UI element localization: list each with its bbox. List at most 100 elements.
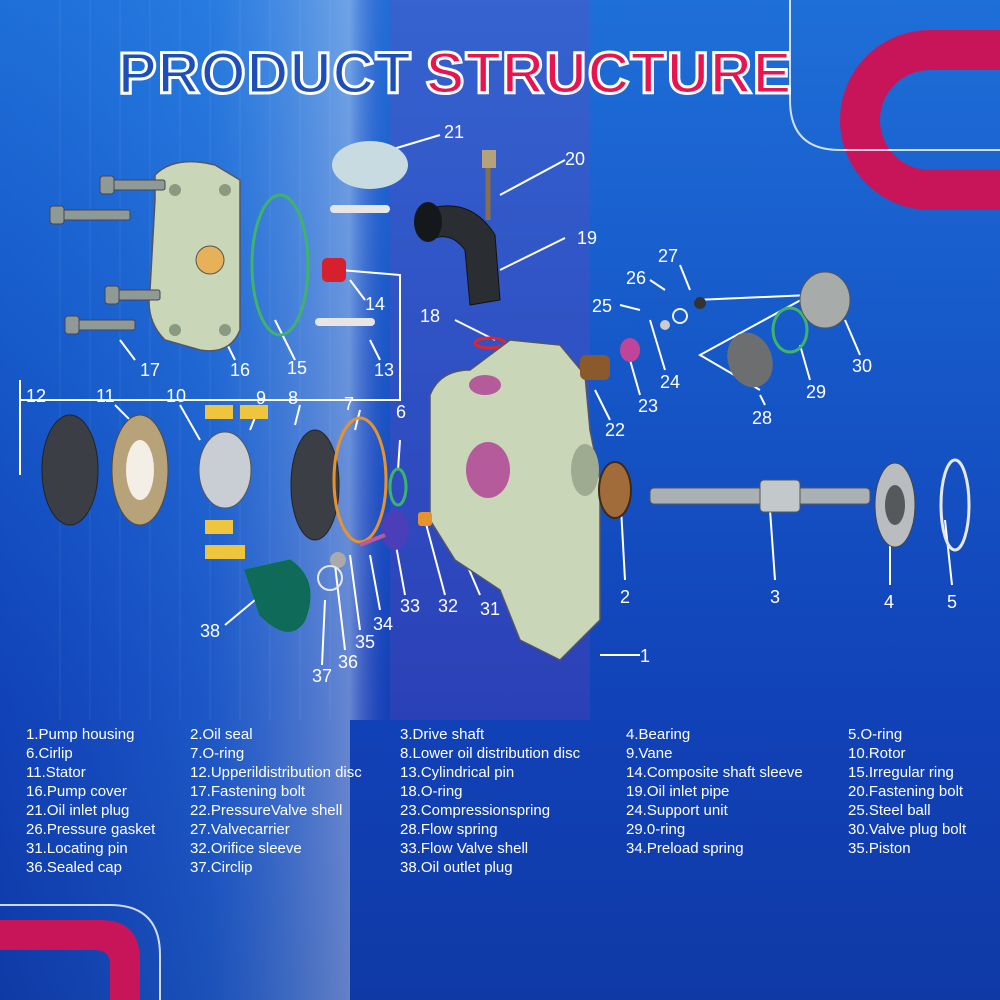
composite-shaft-sleeve: [322, 258, 346, 282]
callout-10: 10: [166, 386, 186, 406]
legend-item: 9.Vane: [626, 745, 673, 762]
vertical-stripes: [59, 0, 331, 720]
callout-labels: 1 2 3 4 5 6 7 8 9 10 11 12 13 14 15 16 1…: [26, 122, 957, 686]
flow-valve-group: [317, 510, 432, 591]
legend-item: 4.Bearing: [626, 726, 691, 743]
cylindrical-pin: [315, 318, 375, 326]
callout-30: 30: [852, 356, 872, 376]
top-right-outline: [789, 0, 1000, 151]
legend-item: 8.Lower oil distribution disc: [400, 745, 581, 762]
callout-36: 36: [338, 652, 358, 672]
callout-23: 23: [638, 396, 658, 416]
legend-item: 6.Cirlip: [26, 745, 73, 762]
legend-item: 5.O-ring: [848, 726, 903, 743]
legend-item: 19.Oil inlet pipe: [626, 783, 730, 800]
legend-item: 23.Compressionspring: [400, 802, 551, 819]
legend-item: 16.Pump cover: [26, 783, 127, 800]
pump-cover-assembly: [148, 160, 241, 352]
legend-item: 31.Locating pin: [26, 840, 128, 857]
valve-assembly-parts: [580, 271, 851, 388]
legend-item: 17.Fastening bolt: [190, 783, 306, 800]
legend-item: 24.Support unit: [626, 802, 728, 819]
callout-27: 27: [658, 246, 678, 266]
callout-19: 19: [577, 228, 597, 248]
callout-20: 20: [565, 149, 585, 169]
exploded-diagram: 1 2 3 4 5 6 7 8 9 10 11 12 13 14 15 16 1…: [26, 122, 971, 686]
pump-housing-part: [429, 339, 601, 661]
callout-7: 7: [344, 394, 354, 414]
legend-item: 20.Fastening bolt: [848, 783, 964, 800]
callout-3: 3: [770, 587, 780, 607]
fastening-bolt-20: [482, 150, 496, 220]
legend-item: 15.Irregular ring: [848, 764, 954, 781]
legend-item: 22.PressureValve shell: [190, 802, 343, 819]
legend-item: 25.Steel ball: [848, 802, 931, 819]
legend-item: 34.Preload spring: [626, 840, 744, 857]
oil-seal-part: [598, 461, 632, 519]
callout-29: 29: [806, 382, 826, 402]
oil-outlet-plug-part: [244, 559, 311, 632]
callout-35: 35: [355, 632, 375, 652]
callout-18: 18: [420, 306, 440, 326]
callout-12: 12: [26, 386, 46, 406]
legend-item: 35.Piston: [848, 840, 911, 857]
oil-inlet-plug-part: [330, 141, 408, 213]
callout-16: 16: [230, 360, 250, 380]
callout-1: 1: [640, 646, 650, 666]
legend-item: 7.O-ring: [190, 745, 245, 762]
callout-2: 2: [620, 587, 630, 607]
legend-item: 18.O-ring: [400, 783, 463, 800]
legend-item: 36.Sealed cap: [26, 859, 122, 876]
callout-6: 6: [396, 402, 406, 422]
callout-28: 28: [752, 408, 772, 428]
callout-8: 8: [288, 388, 298, 408]
title-word-structure: STRUCTURE: [424, 40, 793, 108]
bearing-part: [874, 462, 916, 548]
parts-legend: 1.Pump housing 2.Oil seal 3.Drive shaft …: [26, 726, 986, 886]
callout-33: 33: [400, 596, 420, 616]
legend-item: 11.Stator: [26, 764, 86, 781]
callout-34: 34: [373, 614, 393, 634]
callout-4: 4: [884, 592, 894, 612]
callout-17: 17: [140, 360, 160, 380]
callout-32: 32: [438, 596, 458, 616]
legend-item: 28.Flow spring: [400, 821, 498, 838]
callout-31: 31: [480, 599, 500, 619]
bottom-left-magenta-arc: [0, 920, 140, 1000]
irregular-ring: [250, 193, 310, 337]
callout-26: 26: [626, 268, 646, 288]
legend-item: 2.Oil seal: [190, 726, 253, 743]
callout-24: 24: [660, 372, 680, 392]
callout-38: 38: [200, 621, 220, 641]
legend-item: 27.Valvecarrier: [190, 821, 290, 838]
legend-item: 21.Oil inlet plug: [26, 802, 130, 819]
legend-item: 26.Pressure gasket: [26, 821, 156, 838]
o-ring-5: [939, 458, 971, 552]
callout-11: 11: [96, 386, 115, 406]
bottom-left-outline: [0, 904, 161, 1000]
legend-item: 1.Pump housing: [26, 726, 135, 743]
callout-22: 22: [605, 420, 625, 440]
legend-item: 38.Oil outlet plug: [400, 859, 513, 876]
legend-item: 3.Drive shaft: [400, 726, 485, 743]
drive-shaft-part: [649, 479, 871, 513]
legend-item: 14.Composite shaft sleeve: [626, 764, 803, 781]
callout-25: 25: [592, 296, 612, 316]
rotor-stator-group: [41, 405, 408, 559]
callout-13: 13: [374, 360, 394, 380]
legend-item: 37.Circlip: [190, 859, 253, 876]
callout-14: 14: [365, 294, 385, 314]
legend-item: 13.Cylindrical pin: [400, 764, 515, 781]
fastening-bolts: [49, 175, 166, 335]
legend-item: 29.0-ring: [626, 821, 686, 838]
callout-37: 37: [312, 666, 332, 686]
legend-item: 32.Orifice sleeve: [190, 840, 302, 857]
legend-item: 33.Flow Valve shell: [400, 840, 529, 857]
legend-item: 30.Valve plug bolt: [848, 821, 967, 838]
legend-item: 10.Rotor: [848, 745, 906, 762]
callout-21: 21: [444, 122, 464, 142]
callout-15: 15: [287, 358, 307, 378]
title-word-product: PRODUCT: [117, 40, 413, 108]
callout-5: 5: [947, 592, 957, 612]
